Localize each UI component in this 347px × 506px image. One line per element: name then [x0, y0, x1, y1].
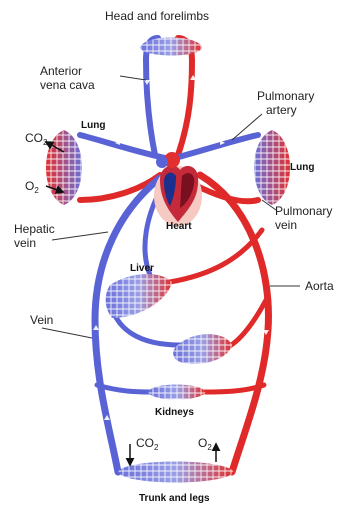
label-pulmonary-artery-1: Pulmonary [257, 89, 314, 103]
pointer-vein [42, 328, 92, 338]
label-o2-top: O2 [25, 179, 39, 195]
label-head: Head and forelimbs [105, 9, 209, 23]
head-artery-vessel [178, 38, 192, 155]
lung-left-capillaries [46, 130, 82, 205]
pointer-hepatic-vein [52, 232, 108, 240]
label-o2-bottom: O2 [198, 436, 212, 452]
anterior-vena-cava-vessel [146, 38, 158, 155]
label-aorta: Aorta [305, 279, 334, 293]
gut-artery-vessel [225, 300, 266, 348]
label-hepatic-vein-2: vein [14, 236, 36, 250]
label-co2-bottom: CO2 [136, 436, 159, 452]
aorta-vessel [200, 175, 268, 472]
label-lung-left: Lung [81, 120, 105, 131]
label-hepatic-vein-1: Hepatic [14, 222, 55, 236]
kidneys-capillary-bed [148, 385, 206, 400]
label-pulmonary-vein-2: vein [275, 218, 297, 232]
liver-capillary-bed [106, 274, 172, 318]
pointer-anterior-vena-cava [120, 76, 146, 80]
label-lung-right: Lung [290, 162, 314, 173]
heart-organ [154, 152, 202, 226]
label-trunk: Trunk and legs [139, 493, 210, 504]
label-anterior-vena-cava-1: Anterior [40, 64, 82, 78]
label-pulmonary-artery-2: artery [266, 103, 297, 117]
label-co2-top: CO2 [25, 131, 48, 147]
label-vein: Vein [30, 313, 53, 327]
label-kidneys: Kidneys [155, 407, 194, 418]
label-liver: Liver [130, 263, 154, 274]
label-pulmonary-vein-1: Pulmonary [275, 204, 332, 218]
intestine-capillary-bed [173, 334, 232, 364]
trunk-capillary-bed [118, 462, 234, 483]
liver-artery-vessel [170, 230, 262, 282]
label-heart: Heart [166, 221, 192, 232]
lung-right-capillaries [254, 130, 290, 205]
pulmonary-artery-right-vessel [175, 135, 258, 158]
label-anterior-vena-cava-2: vena cava [40, 78, 95, 92]
